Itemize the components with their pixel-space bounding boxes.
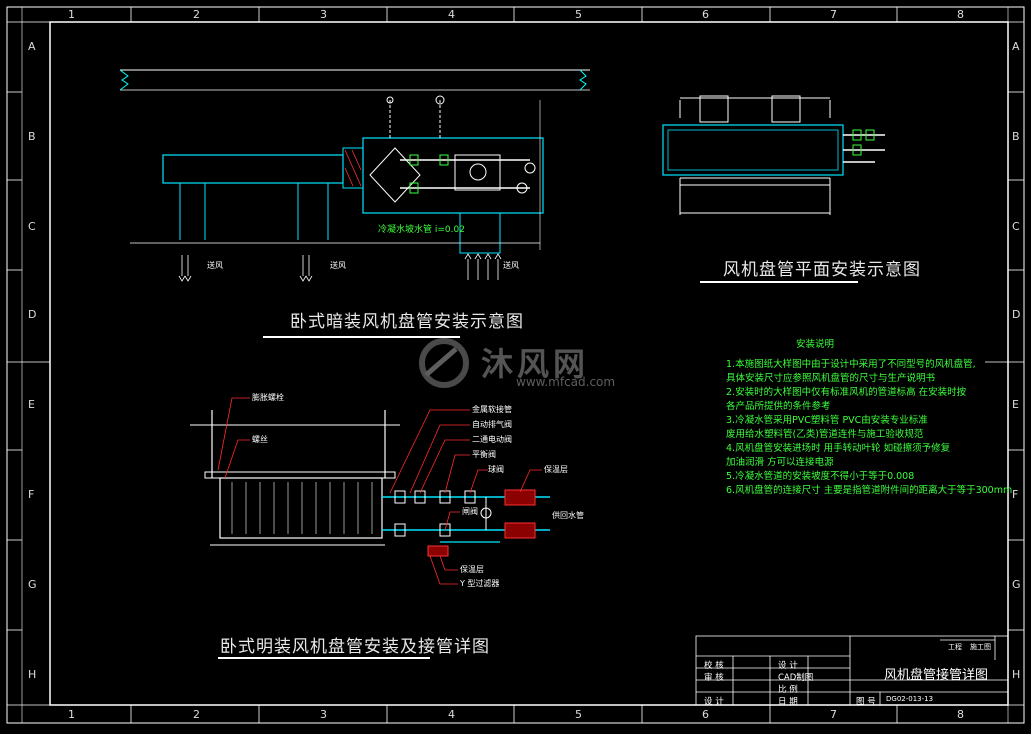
tb-review: 审 核 [704, 673, 724, 683]
rod-label: 螺丝 [252, 435, 268, 444]
tb-design: 设 计 [778, 661, 798, 671]
col-label-bottom-1: 1 [68, 708, 75, 721]
tb-scale: 比 例 [778, 685, 798, 695]
row-label-c: C [28, 220, 36, 233]
col-label-5: 5 [575, 8, 582, 21]
row-label-h: H [28, 668, 37, 681]
watermark-logo-icon [419, 338, 469, 388]
col-label-2: 2 [193, 8, 200, 21]
note-line: 加油润滑 方可以连接电源 [726, 457, 834, 468]
balance-valve-label: 平衡阀 [472, 450, 496, 459]
col-label-bottom-8: 8 [957, 708, 964, 721]
row-label-right-h: H [1012, 668, 1021, 681]
tb-project: 工程 [948, 643, 962, 651]
note-line: 废用给水塑料管(乙类)管道连件与施工验收规范 [726, 429, 924, 440]
row-label-right-a: A [1012, 40, 1020, 53]
note-line: 各产品所提供的条件参考 [726, 401, 831, 412]
note-line: 5.冷凝水管道的安装坡度不得小于等于0.008 [726, 471, 915, 482]
insulation-top-label: 保温层 [544, 465, 568, 474]
col-label-bottom-7: 7 [830, 708, 837, 721]
installation-notes: 安装说明 1.本施图纸大样图中由于设计中采用了不同型号的风机盘管, 具体安装尺寸… [726, 338, 1012, 498]
row-label-right-d: D [1012, 308, 1021, 321]
tb-design-1: 设 计 [704, 697, 724, 707]
row-label-right-e: E [1012, 398, 1019, 411]
return-air-label: 送风 [503, 261, 519, 270]
valve-label: 球阀 [488, 465, 504, 474]
column-ticks [130, 7, 898, 723]
col-label-bottom-2: 2 [193, 708, 200, 721]
row-label-e: E [28, 398, 35, 411]
note-line: 具体安装尺寸应参照风机盘管的尺寸与生产说明书 [726, 373, 936, 384]
strainer-label: Y 型过滤器 [460, 579, 500, 588]
note-line: 1.本施图纸大样图中由于设计中采用了不同型号的风机盘管, [726, 359, 976, 370]
col-label-bottom-5: 5 [575, 708, 582, 721]
col-label-3: 3 [320, 8, 327, 21]
gate-valve-label: 闸阀 [462, 507, 478, 516]
supply-return-label: 供回水管 [552, 511, 584, 520]
note-line: 4.风机盘管安装进场时 用手转动叶轮 如碰擦须予修复 [726, 443, 951, 454]
plan-fcu-title: 风机盘管平面安装示意图 [723, 260, 921, 280]
note-line: 2.安装时的大样图中仅有标准风机的管道标高 在安装时按 [726, 387, 967, 398]
row-label-right-c: C [1012, 220, 1020, 233]
row-label-g: G [28, 578, 37, 591]
col-label-1: 1 [68, 8, 75, 21]
watermark-brand: 沐风网 [481, 345, 590, 383]
col-label-bottom-6: 6 [702, 708, 709, 721]
tb-stage: 施工图 [970, 643, 991, 651]
note-line: 3.冷凝水管采用PVC塑料管 PVC由安装专业标准 [726, 415, 928, 426]
col-label-bottom-4: 4 [448, 708, 455, 721]
concealed-fcu-title: 卧式暗装风机盘管安装示意图 [290, 312, 524, 332]
supply-air-label-2: 送风 [330, 261, 346, 270]
two-way-valve-label: 二通电动阀 [472, 435, 512, 444]
insulation-bottom-label: 保温层 [460, 565, 484, 574]
supply-air-label-1: 送风 [207, 261, 223, 270]
drawing-title: 风机盘管接管详图 [884, 668, 989, 683]
tb-sheet-no: DG02-013-13 [886, 695, 934, 703]
row-label-right-g: G [1012, 578, 1021, 591]
exposed-fcu-drawing [190, 397, 550, 659]
notes-heading: 安装说明 [796, 339, 835, 350]
slope-label: 冷凝水坡水管 i=0.02 [378, 225, 465, 235]
concealed-fcu-drawing [119, 69, 590, 338]
col-label-8: 8 [957, 8, 964, 21]
air-vent-label: 自动排气阀 [472, 420, 512, 429]
col-label-bottom-3: 3 [320, 708, 327, 721]
row-ticks [7, 91, 1024, 631]
row-label-a: A [28, 40, 36, 53]
tb-date: 日 期 [778, 697, 798, 707]
row-label-right-b: B [1012, 130, 1020, 143]
exposed-fcu-title: 卧式明装风机盘管安装及接管详图 [220, 637, 490, 657]
title-block-frame [695, 635, 1009, 706]
row-label-b: B [28, 130, 36, 143]
hose-label: 金属软接管 [472, 405, 512, 414]
watermark: 沐风网 www.mfcad.com [416, 335, 616, 393]
row-label-f: F [28, 488, 35, 501]
tb-check: 校 核 [704, 661, 724, 671]
note-line: 6.风机盘管的连接尺寸 主要是指管道附件间的距离大于等于300mm [726, 485, 1013, 496]
plan-fcu-drawing [662, 95, 885, 283]
outer-border [6, 6, 1025, 724]
hanger-label: 膨胀螺栓 [252, 393, 284, 402]
tb-sheet: 图 号 [856, 697, 876, 707]
row-label-d: D [28, 308, 37, 321]
col-label-7: 7 [830, 8, 837, 21]
col-label-6: 6 [702, 8, 709, 21]
tb-cad: CAD制图 [778, 673, 814, 683]
watermark-url: www.mfcad.com [516, 375, 616, 389]
row-label-right-f: F [1012, 488, 1019, 501]
col-label-4: 4 [448, 8, 455, 21]
